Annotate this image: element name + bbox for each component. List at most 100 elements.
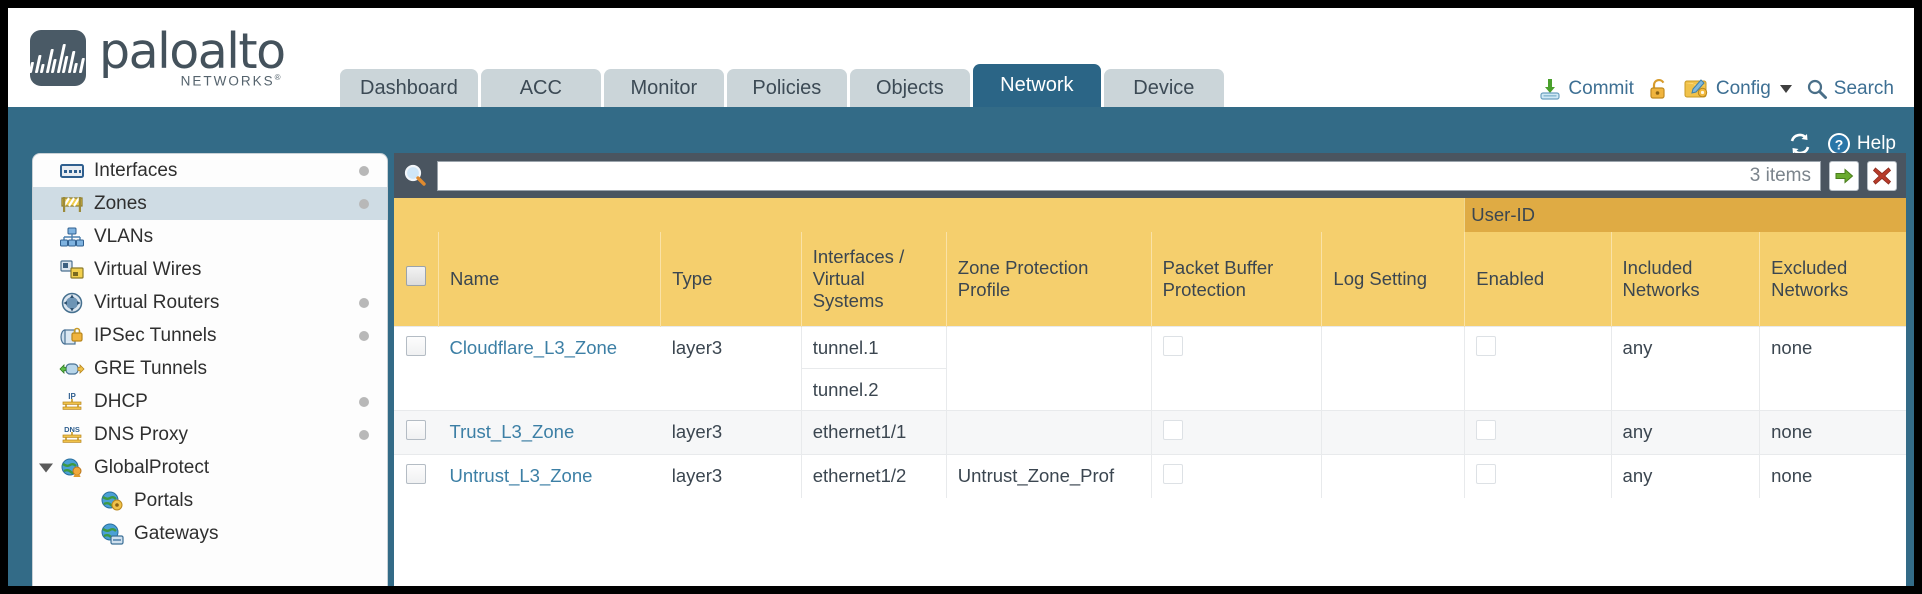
filter-input-wrap[interactable]: 3 items [437,160,1821,191]
cell-excluded-networks: none [1759,325,1906,411]
cell-interfaces: ethernet1/2 [800,453,947,498]
row-select-cell [394,453,439,498]
search-label: Search [1833,78,1894,99]
sidebar-item-ipsec-tunnels[interactable]: IPSec Tunnels [33,319,387,352]
tab-dashboard[interactable]: Dashboard [340,69,478,107]
row-select-checkbox[interactable] [406,463,426,484]
brand-subtitle: NETWORKS® [180,72,283,89]
userid-enabled-checkbox[interactable] [1476,419,1497,440]
column-header-packet-buffer-protection[interactable]: Packet Buffer Protection [1150,232,1322,326]
tab-policies[interactable]: Policies [726,69,847,107]
app-header: paloalto NETWORKS® Dashboard ACC Monitor… [8,8,1914,107]
sidebar-item-interfaces[interactable]: Interfaces [33,154,387,187]
packet-buffer-protection-checkbox[interactable] [1162,419,1183,440]
column-header-excluded-networks[interactable]: Excluded Networks [1759,232,1906,326]
userid-enabled-checkbox[interactable] [1476,463,1497,484]
search-button[interactable]: Search [1802,78,1898,100]
cell-log-setting [1321,453,1465,498]
zone-name-link[interactable]: Untrust_L3_Zone [449,464,593,486]
sidebar-item-label: VLANs [94,225,154,247]
sidebar-item-gateways[interactable]: Gateways [33,517,387,550]
clear-filter-button[interactable] [1867,160,1897,191]
row-select-checkbox[interactable] [406,419,426,440]
tab-device[interactable]: Device [1103,69,1224,107]
sidebar-item-gre-tunnels[interactable]: GRE Tunnels [33,352,387,385]
sidebar-item-label: Virtual Wires [94,258,202,280]
paloalto-logo-icon [28,30,86,86]
zones-icon [59,193,85,215]
config-menu[interactable]: Config [1680,77,1796,101]
sidebar-item-portals[interactable]: Portals [33,484,387,517]
refresh-button[interactable] [1787,132,1813,156]
apply-filter-button[interactable] [1829,160,1859,191]
lock-button[interactable] [1644,77,1674,101]
cell-zone-protection-profile: Untrust_Zone_Prof [945,453,1152,498]
cell-userid-enabled [1464,325,1612,411]
filter-bar: 3 items [394,153,1906,198]
packet-buffer-protection-checkbox[interactable] [1162,335,1183,356]
zones-table: User-ID Name Type Interfaces / Virtual S… [394,198,1906,498]
select-all-checkbox[interactable] [406,266,426,287]
status-dot [359,297,369,308]
help-button[interactable]: ? Help [1826,131,1896,157]
zones-panel: 3 items [394,153,1906,586]
zone-name-link[interactable]: Cloudflare_L3_Zone [449,336,618,358]
status-dot [359,429,369,440]
column-header-name[interactable]: Name [437,232,661,326]
tab-label: Objects [875,76,944,99]
sidebar-item-dhcp[interactable]: IP DHCP [33,385,387,418]
cell-userid-enabled [1464,409,1612,455]
row-select-checkbox[interactable] [406,335,426,356]
chevron-down-icon[interactable] [1779,85,1792,93]
cell-interfaces: tunnel.1 tunnel.2 [800,325,947,411]
virtual-wires-icon [59,259,85,281]
column-header-type[interactable]: Type [660,232,802,326]
cell-name: Cloudflare_L3_Zone [438,325,661,411]
cell-name: Untrust_L3_Zone [438,453,661,498]
packet-buffer-protection-checkbox[interactable] [1162,463,1183,484]
userid-enabled-checkbox[interactable] [1476,335,1497,356]
sidebar-item-virtual-wires[interactable]: Virtual Wires [33,253,387,286]
interface-item: tunnel.2 [812,378,879,400]
zones-table-scroll[interactable]: User-ID Name Type Interfaces / Virtual S… [394,198,1906,586]
sidebar-item-label: IPSec Tunnels [94,324,217,346]
table-row[interactable]: Trust_L3_Zone layer3 ethernet1/1 [394,409,1906,455]
sidebar-item-zones[interactable]: Zones [33,187,387,220]
sidebar-item-virtual-routers[interactable]: Virtual Routers [33,286,387,319]
row-select-cell [394,325,439,411]
column-header-userid-enabled[interactable]: Enabled [1464,232,1612,326]
cell-userid-enabled [1464,453,1612,498]
status-dot [359,330,369,341]
globalprotect-icon [59,457,85,479]
interfaces-icon [59,160,85,182]
red-x-icon [1872,166,1892,186]
zone-name-link[interactable]: Trust_L3_Zone [449,420,575,442]
sidebar-item-label: DNS Proxy [94,423,188,445]
column-header-log-setting[interactable]: Log Setting [1321,232,1465,326]
cell-log-setting [1321,325,1465,411]
refresh-icon [1787,132,1813,156]
sidebar-item-vlans[interactable]: VLANs [33,220,387,253]
filter-search-icon[interactable] [403,163,429,189]
sidebar-item-label: Zones [94,192,147,214]
tab-monitor[interactable]: Monitor [603,69,724,107]
column-header-included-networks[interactable]: Included Networks [1610,232,1760,326]
table-row[interactable]: Untrust_L3_Zone layer3 ethernet1/2 Untru… [394,453,1906,498]
table-row[interactable]: Cloudflare_L3_Zone layer3 tunnel.1 tunne… [394,325,1906,411]
sidebar-item-globalprotect[interactable]: GlobalProtect [33,451,387,484]
chevron-down-icon[interactable] [39,463,53,472]
tab-label: Network [1000,74,1074,96]
tab-acc[interactable]: ACC [480,69,601,107]
filter-input[interactable] [438,161,1750,190]
column-header-interfaces[interactable]: Interfaces / Virtual Systems [800,232,947,326]
sidebar-item-dns-proxy[interactable]: DNS DNS Proxy [33,418,387,451]
cell-included-networks: any [1610,453,1760,498]
row-select-cell [394,409,439,455]
cell-type: layer3 [660,409,802,455]
commit-label: Commit [1568,78,1634,99]
tab-network[interactable]: Network [972,64,1101,107]
column-header-zone-protection-profile[interactable]: Zone Protection Profile [945,232,1152,326]
commit-button[interactable]: Commit [1534,77,1637,101]
tab-objects[interactable]: Objects [849,69,970,107]
dns-proxy-icon: DNS [59,424,85,446]
